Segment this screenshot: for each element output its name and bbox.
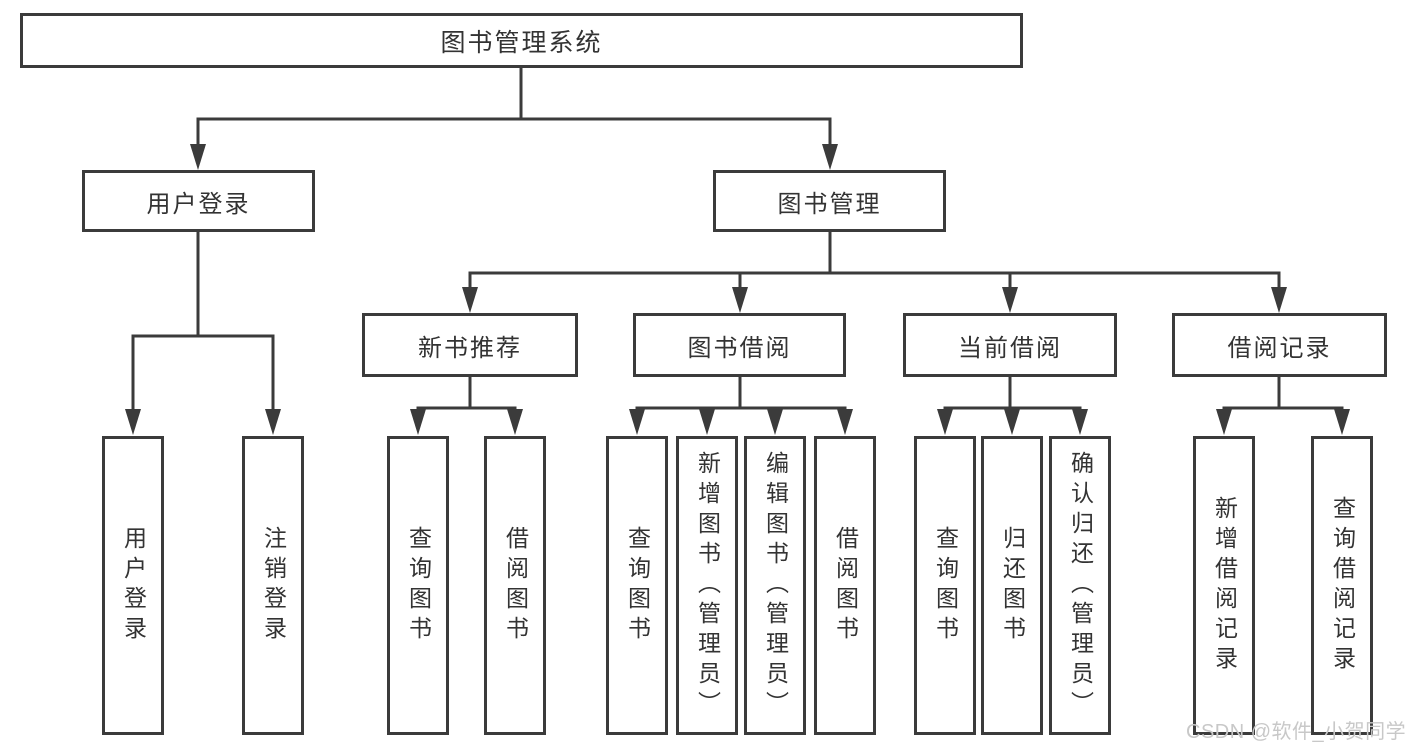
- leaf-query-books-borrow: 查询图书: [606, 436, 668, 735]
- leaf-logout: 注销登录: [242, 436, 304, 735]
- node-borrowing-records: 借阅记录: [1172, 313, 1387, 377]
- leaf-add-borrow-record: 新增借阅记录: [1193, 436, 1255, 735]
- leaf-query-books-current: 查询图书: [914, 436, 976, 735]
- leaf-edit-books-admin: 编辑图书（管理员）: [744, 436, 806, 735]
- leaf-borrow-books-recommend: 借阅图书: [484, 436, 546, 735]
- node-book-borrowing: 图书借阅: [633, 313, 846, 377]
- csdn-watermark: CSDN @软件_小贺同学: [1186, 721, 1405, 743]
- leaf-user-login: 用户登录: [102, 436, 164, 735]
- leaf-query-borrow-record: 查询借阅记录: [1311, 436, 1373, 735]
- node-library-management-system: 图书管理系统: [20, 13, 1023, 68]
- node-new-book-recommendation: 新书推荐: [362, 313, 578, 377]
- node-user-login: 用户登录: [82, 170, 315, 232]
- leaf-return-books: 归还图书: [981, 436, 1043, 735]
- leaf-add-books-admin: 新增图书（管理员）: [676, 436, 738, 735]
- node-current-borrowing: 当前借阅: [903, 313, 1117, 377]
- leaf-borrow-books: 借阅图书: [814, 436, 876, 735]
- node-book-management: 图书管理: [713, 170, 946, 232]
- arrowheads: [125, 144, 1350, 435]
- leaf-query-books-recommend: 查询图书: [387, 436, 449, 735]
- leaf-confirm-return-admin: 确认归还（管理员）: [1049, 436, 1111, 735]
